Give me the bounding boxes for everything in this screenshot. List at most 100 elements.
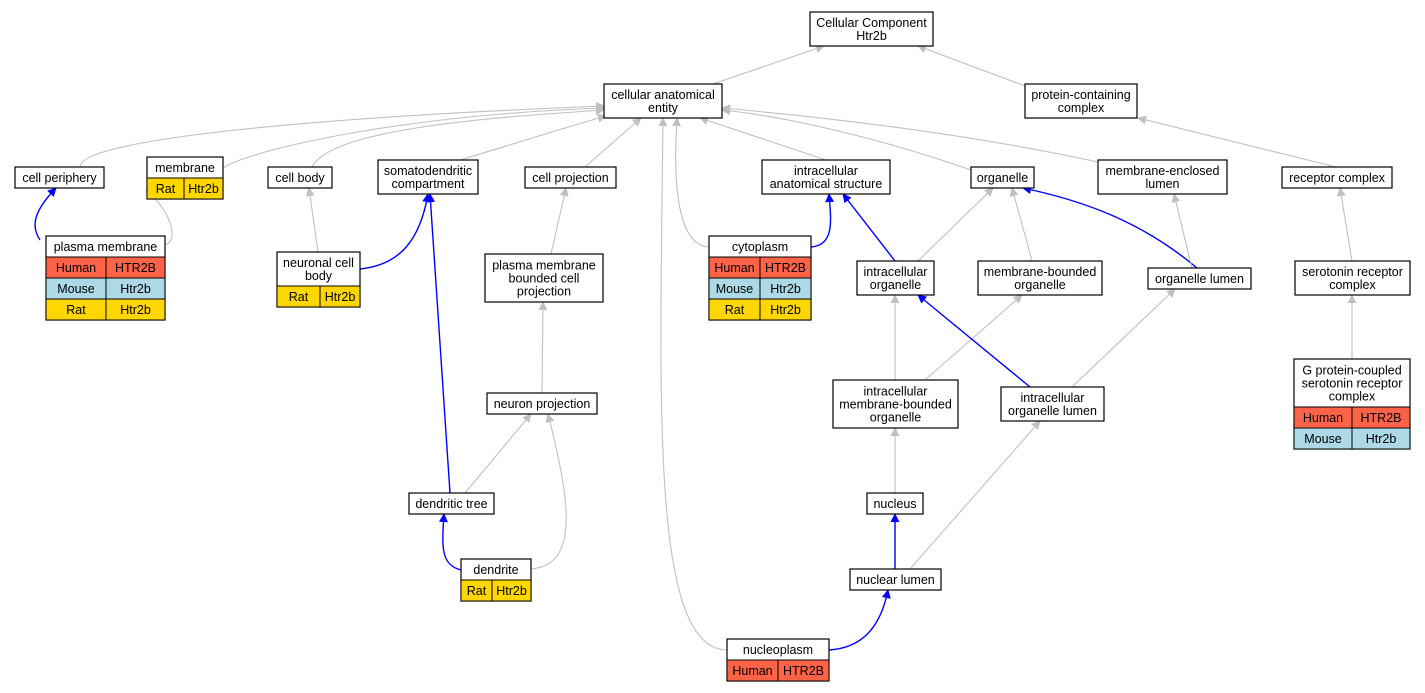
- node-label: neuronal cell: [283, 256, 354, 270]
- node-label: compartment: [392, 177, 465, 191]
- edge-imbo-to-mbo: [924, 294, 1023, 381]
- node-box: [970, 166, 1035, 189]
- node-box: [1281, 166, 1393, 189]
- node-label: lumen: [1145, 177, 1179, 191]
- edge-cellbody-to-cae: [311, 106, 605, 168]
- gene-label: HTR2B: [115, 261, 156, 275]
- node-label: organelle lumen: [1155, 272, 1244, 286]
- node-cellbody[interactable]: cell body: [267, 166, 333, 189]
- node-label: intracellular: [864, 265, 928, 279]
- node-cellproj[interactable]: cell projection: [524, 166, 617, 189]
- node-label: plasma membrane: [54, 240, 158, 254]
- node-box: [524, 166, 617, 189]
- node-label: nuclear lumen: [856, 573, 935, 587]
- gene-label: Htr2b: [120, 282, 151, 296]
- node-box: [1097, 159, 1228, 195]
- node-label: protein-containing: [1031, 88, 1130, 102]
- species-label: Rat: [467, 584, 487, 598]
- node-dt[interactable]: dendritic tree: [408, 492, 495, 515]
- gene-cell: [759, 298, 812, 321]
- edge-pmbcp-to-cellproj: [550, 187, 569, 255]
- edge-dt-to-np: [464, 413, 532, 494]
- gene-cell: [105, 298, 166, 321]
- gene-label: Htr2b: [496, 584, 527, 598]
- edge-np-to-pmbcp: [538, 301, 548, 394]
- node-cellper[interactable]: cell periphery: [14, 166, 105, 189]
- node-label: membrane: [155, 161, 215, 175]
- gene-cell: [1351, 427, 1411, 450]
- node-label: membrane-bounded: [984, 265, 1097, 279]
- node-label: anatomical structure: [770, 177, 883, 191]
- node-label: neuron projection: [494, 397, 591, 411]
- species-label: Rat: [289, 290, 309, 304]
- gene-label: HTR2B: [765, 261, 806, 275]
- node-organelle[interactable]: organelle: [970, 166, 1035, 189]
- node-nl[interactable]: nuclear lumen: [849, 568, 942, 591]
- node-label: organelle lumen: [1008, 404, 1097, 418]
- edge-membrane-to-cae: [222, 103, 605, 169]
- node-label: body: [305, 269, 333, 283]
- gene-label: Htr2b: [120, 303, 151, 317]
- edge-somato-to-cae: [459, 113, 607, 161]
- edge-dendrite-to-dt: [438, 513, 462, 571]
- node-box: [856, 260, 935, 296]
- node-ol[interactable]: organelle lumen: [1147, 267, 1252, 290]
- node-np[interactable]: neuron projection: [486, 392, 598, 415]
- species-label: Mouse: [57, 282, 95, 296]
- species-label: Mouse: [716, 282, 754, 296]
- node-box: [1024, 83, 1138, 119]
- node-label: serotonin receptor: [1302, 265, 1403, 279]
- edge-ol-to-mel: [1171, 193, 1193, 269]
- node-label: intracellular: [1021, 391, 1085, 405]
- node-label: complex: [1058, 101, 1105, 115]
- node-box: [484, 253, 604, 303]
- node-rc[interactable]: receptor complex: [1281, 166, 1393, 189]
- edge-cellproj-to-cae: [584, 117, 642, 168]
- edge-nucleoplasm-to-nl: [828, 589, 891, 651]
- node-label: Htr2b: [856, 29, 887, 43]
- node-box: [603, 83, 723, 119]
- node-box: [849, 568, 942, 591]
- edge-io-to-organelle: [917, 187, 994, 262]
- node-label: organelle: [870, 411, 921, 425]
- edge-dt-to-somato: [426, 193, 451, 494]
- node-label: nucleus: [873, 497, 916, 511]
- node-label: dendrite: [473, 563, 518, 577]
- node-nucleus[interactable]: nucleus: [866, 492, 924, 515]
- node-label: membrane-enclosed: [1106, 164, 1220, 178]
- edge-iol-to-ol: [1071, 288, 1176, 388]
- node-label: complex: [1329, 278, 1376, 292]
- node-box: [809, 11, 934, 47]
- gene-label: HTR2B: [783, 664, 824, 678]
- edge-ias-to-cae: [699, 116, 827, 161]
- edge-pm-to-cellper: [34, 187, 57, 241]
- node-label: projection: [517, 285, 571, 299]
- node-label: cell body: [275, 171, 325, 185]
- species-label: Rat: [66, 303, 86, 317]
- edge-dendrite-to-np: [530, 413, 567, 570]
- edge-organelle-to-cae: [721, 106, 972, 171]
- node-label: entity: [648, 101, 679, 115]
- gene-cell: [319, 285, 361, 308]
- node-label: dendritic tree: [415, 497, 487, 511]
